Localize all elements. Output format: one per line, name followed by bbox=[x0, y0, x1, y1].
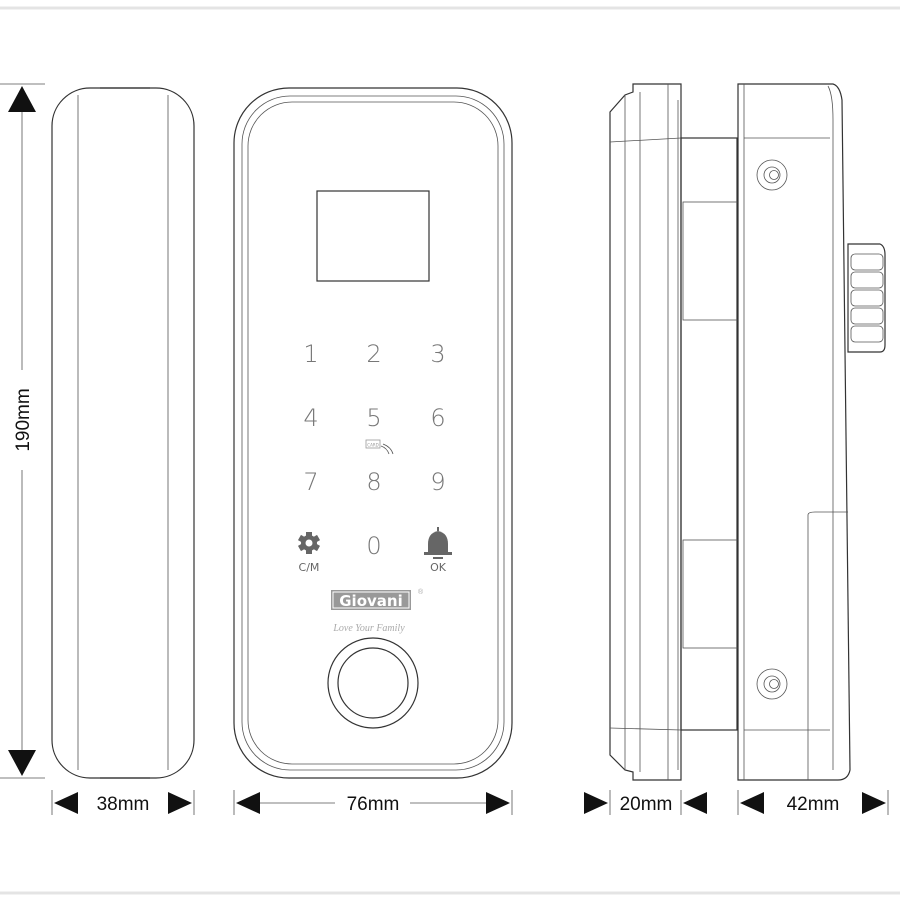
brand-logo: Giovani ® Love Your Family bbox=[331, 588, 424, 634]
keypad: 1 2 3 4 5 6 7 8 9 0 CARD C/M bbox=[297, 340, 452, 574]
knob bbox=[847, 243, 886, 353]
key-0[interactable]: 0 bbox=[366, 532, 381, 560]
key-3[interactable]: 3 bbox=[430, 340, 445, 368]
side-view bbox=[51, 87, 195, 779]
key-8[interactable]: 8 bbox=[366, 468, 381, 496]
svg-text:CARD: CARD bbox=[367, 443, 378, 448]
inner-depth-label: 20mm bbox=[620, 794, 673, 815]
key-1[interactable]: 1 bbox=[303, 340, 318, 368]
ok-label: OK bbox=[430, 561, 447, 574]
height-label: 190mm bbox=[13, 388, 34, 451]
front-width-label: 76mm bbox=[347, 794, 400, 815]
key-4[interactable]: 4 bbox=[303, 404, 318, 432]
key-5[interactable]: 5 bbox=[366, 404, 381, 432]
front-width-dimension: 76mm bbox=[233, 790, 513, 815]
profile-view bbox=[609, 83, 886, 781]
side-width-label: 38mm bbox=[97, 794, 150, 815]
height-dimension: 190mm bbox=[0, 83, 45, 779]
screw-icon bbox=[756, 159, 788, 700]
outer-depth-label: 42mm bbox=[787, 794, 840, 815]
side-width-dimension: 38mm bbox=[51, 790, 195, 815]
svg-text:Love Your Family: Love Your Family bbox=[332, 623, 405, 634]
outer-depth-dimension: 42mm bbox=[737, 790, 889, 815]
settings-label: C/M bbox=[299, 561, 320, 574]
display-screen bbox=[316, 190, 430, 282]
key-9[interactable]: 9 bbox=[430, 468, 445, 496]
key-7[interactable]: 7 bbox=[303, 468, 318, 496]
card-icon: CARD bbox=[365, 439, 394, 455]
svg-text:®: ® bbox=[418, 588, 424, 596]
svg-text:Giovani: Giovani bbox=[339, 592, 402, 610]
bell-icon[interactable] bbox=[424, 527, 452, 559]
key-2[interactable]: 2 bbox=[366, 340, 381, 368]
fingerprint-sensor bbox=[327, 637, 419, 729]
inner-depth-dimension: 20mm bbox=[584, 790, 707, 815]
gear-icon[interactable] bbox=[297, 532, 321, 554]
front-view bbox=[233, 87, 513, 779]
key-6[interactable]: 6 bbox=[430, 404, 445, 432]
